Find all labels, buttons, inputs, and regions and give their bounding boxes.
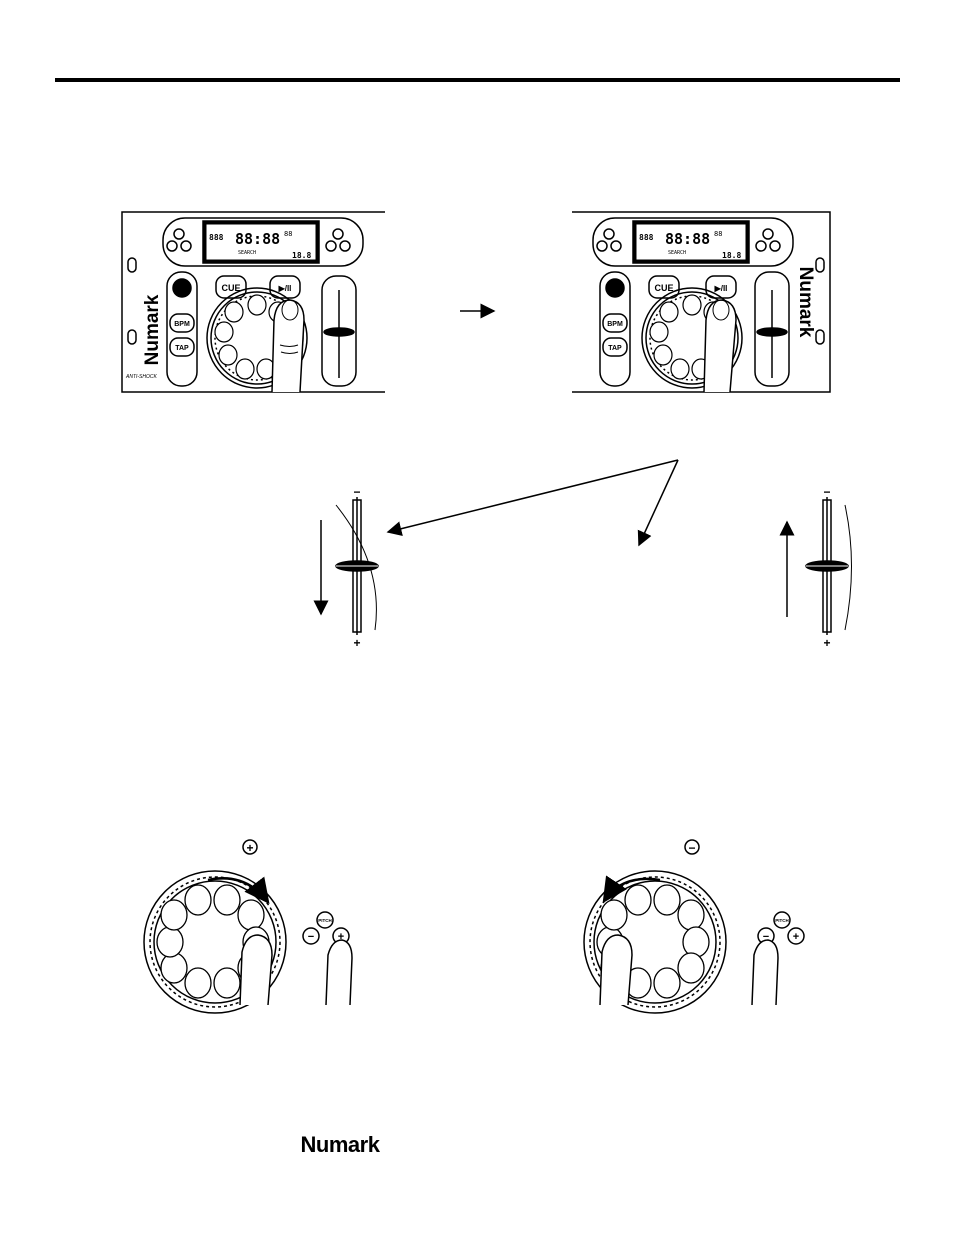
pointer-arrow-to-middle xyxy=(639,460,678,545)
lcd-frames-left: 88 xyxy=(284,230,292,238)
finger-right-deck xyxy=(704,300,736,392)
finger-jog-left xyxy=(240,935,272,1005)
fader-left-plus-label: + xyxy=(353,636,360,650)
plus-symbol-text: + xyxy=(246,841,253,855)
lcd-search-right: SEARCH xyxy=(668,250,686,256)
lcd-track-left: 888 xyxy=(209,233,224,242)
finger-pitch-plus xyxy=(326,940,352,1005)
deck-brand-right: Numark xyxy=(795,267,816,338)
antishock-label-left: ANTI-SHOCK xyxy=(125,374,158,380)
lcd-search-left: SEARCH xyxy=(238,250,256,256)
play-button-right[interactable]: ▶/II xyxy=(714,284,728,293)
pitch-fader-right xyxy=(806,497,852,635)
pitch-label-right: PITCH xyxy=(775,918,789,923)
lcd-track-right: 888 xyxy=(639,233,654,242)
finger-pitch-minus xyxy=(752,940,778,1005)
cue-button-left[interactable]: CUE xyxy=(221,283,240,293)
deck-brand-left: Numark xyxy=(142,294,163,365)
cue-button-right[interactable]: CUE xyxy=(654,283,673,293)
bpm-button-left[interactable]: BPM xyxy=(174,321,190,328)
lcd-time-right: 88:88 xyxy=(665,230,710,248)
minus-symbol-text: − xyxy=(688,841,695,855)
lcd-time-left: 88:88 xyxy=(235,230,280,248)
lcd-pitch-right: 18.8 xyxy=(722,251,741,260)
finger-jog-right xyxy=(600,935,632,1005)
pitch-minus-button-left[interactable]: − xyxy=(308,931,314,943)
pitch-label-left: PITCH xyxy=(318,918,332,923)
fader-right-minus-label: − xyxy=(823,485,830,499)
fader-right-plus-label: + xyxy=(823,636,830,650)
pointer-arrow-to-left-fader xyxy=(388,460,678,532)
lcd-pitch-left: 18.8 xyxy=(292,251,311,260)
footer-brand-logo: Numark xyxy=(301,1132,381,1157)
pitch-fader-left xyxy=(336,497,378,635)
play-button-left[interactable]: ▶/II xyxy=(278,284,292,293)
pitch-plus-button-right[interactable]: + xyxy=(793,931,799,943)
bpm-button-right[interactable]: BPM xyxy=(607,321,623,328)
tap-button-right[interactable]: TAP xyxy=(608,345,622,352)
tap-button-left[interactable]: TAP xyxy=(175,345,189,352)
fader-left-minus-label: − xyxy=(353,485,360,499)
lcd-frames-right: 88 xyxy=(714,230,722,238)
